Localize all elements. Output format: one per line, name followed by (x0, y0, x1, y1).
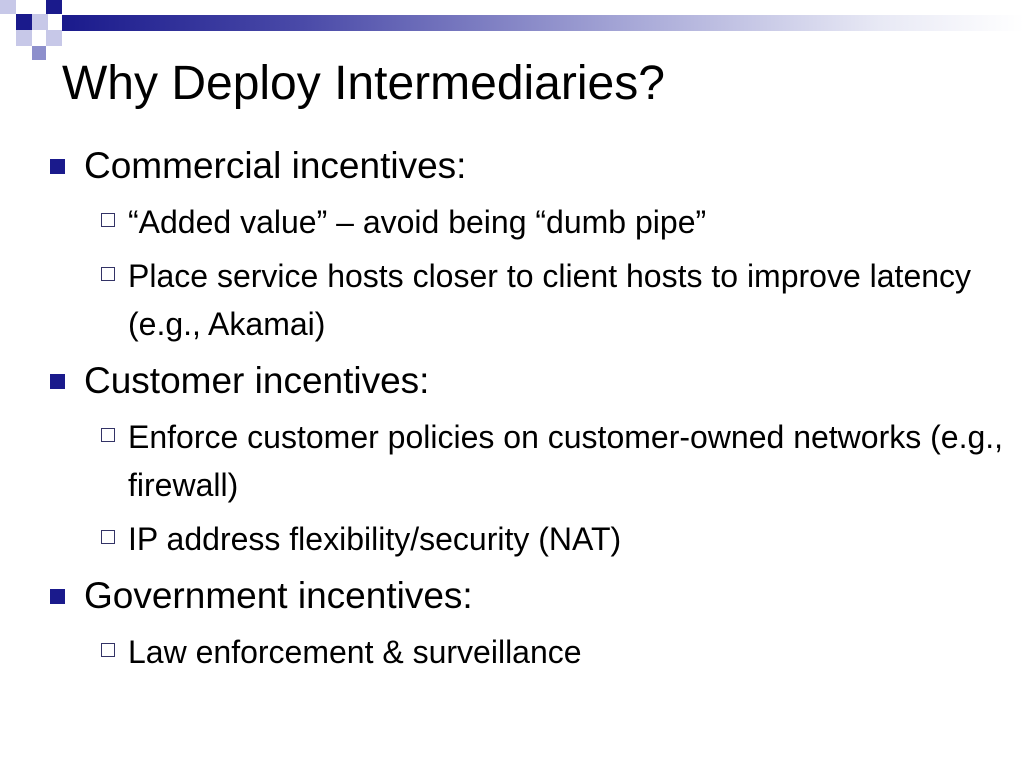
deco-square (16, 14, 32, 30)
section-customer: Customer incentives: (44, 360, 1004, 403)
list-item: Enforce customer policies on customer-ow… (44, 413, 1004, 509)
hollow-square-bullet-icon (101, 529, 115, 544)
list-item: IP address flexibility/security (NAT) (44, 515, 1004, 563)
hollow-square-bullet-icon (101, 266, 115, 281)
hollow-square-bullet-icon (101, 427, 115, 442)
hollow-square-bullet-icon (101, 212, 115, 227)
list-item: Law enforcement & surveillance (44, 628, 1004, 676)
section-heading: Government incentives: (84, 574, 473, 616)
section-commercial: Commercial incentives: (44, 145, 1004, 188)
square-bullet-icon (50, 588, 65, 604)
deco-square (16, 30, 32, 46)
square-bullet-icon (50, 159, 65, 174)
deco-square (0, 0, 16, 14)
deco-square (32, 46, 46, 60)
list-item-text: Place service hosts closer to client hos… (128, 257, 972, 342)
section-heading: Customer incentives: (84, 359, 430, 401)
deco-square (46, 0, 62, 14)
square-bullet-icon (50, 373, 65, 389)
list-item-text: Enforce customer policies on customer-ow… (128, 418, 1004, 503)
corner-decoration (0, 0, 80, 70)
deco-square (32, 14, 48, 30)
list-item-text: Law enforcement & surveillance (128, 633, 582, 670)
section-heading: Commercial incentives: (84, 145, 467, 186)
slide-title: Why Deploy Intermediaries? (62, 57, 665, 110)
list-item: Place service hosts closer to client hos… (44, 252, 1004, 348)
list-item-text: IP address flexibility/security (NAT) (128, 520, 622, 557)
header-gradient-bar (62, 15, 1024, 31)
list-item-text: “Added value” – avoid being “dumb pipe” (128, 203, 707, 240)
hollow-square-bullet-icon (101, 642, 115, 657)
deco-square (46, 30, 62, 46)
slide-content: Commercial incentives: “Added value” – a… (44, 145, 1004, 682)
section-government: Government incentives: (44, 575, 1004, 618)
list-item: “Added value” – avoid being “dumb pipe” (44, 198, 1004, 246)
